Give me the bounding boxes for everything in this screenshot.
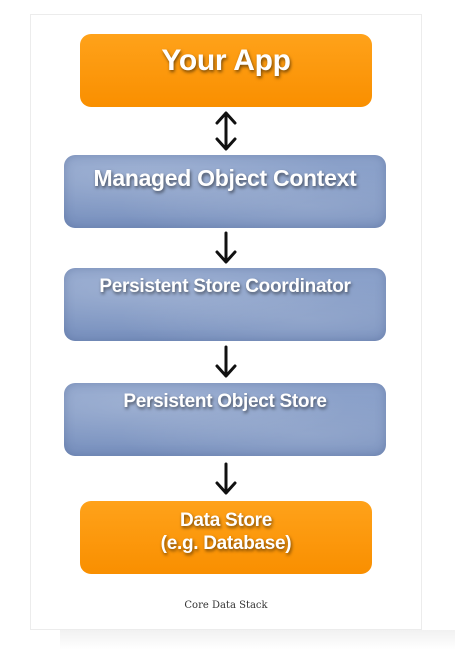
- figure-caption: Core Data Stack: [184, 600, 268, 611]
- persistent-store-coordinator-label: Persistent Store Coordinator: [99, 276, 351, 297]
- data-store-box: Data Store (e.g. Database): [80, 501, 372, 574]
- persistent-object-store-box: Persistent Object Store: [64, 383, 386, 456]
- double-arrow-icon: [215, 111, 237, 151]
- managed-object-context-box: Managed Object Context: [64, 155, 386, 228]
- persistent-object-store-label: Persistent Object Store: [123, 391, 327, 412]
- page-shadow: [60, 630, 455, 650]
- data-store-sublabel: (e.g. Database): [160, 532, 292, 554]
- your-app-box: Your App: [80, 34, 372, 107]
- down-arrow-icon: [215, 462, 237, 495]
- down-arrow-icon: [215, 345, 237, 378]
- persistent-store-coordinator-box: Persistent Store Coordinator: [64, 268, 386, 341]
- data-store-label: Data Store: [179, 510, 273, 531]
- your-app-label: Your App: [161, 44, 291, 77]
- managed-object-context-label: Managed Object Context: [93, 165, 357, 191]
- down-arrow-icon: [215, 231, 237, 264]
